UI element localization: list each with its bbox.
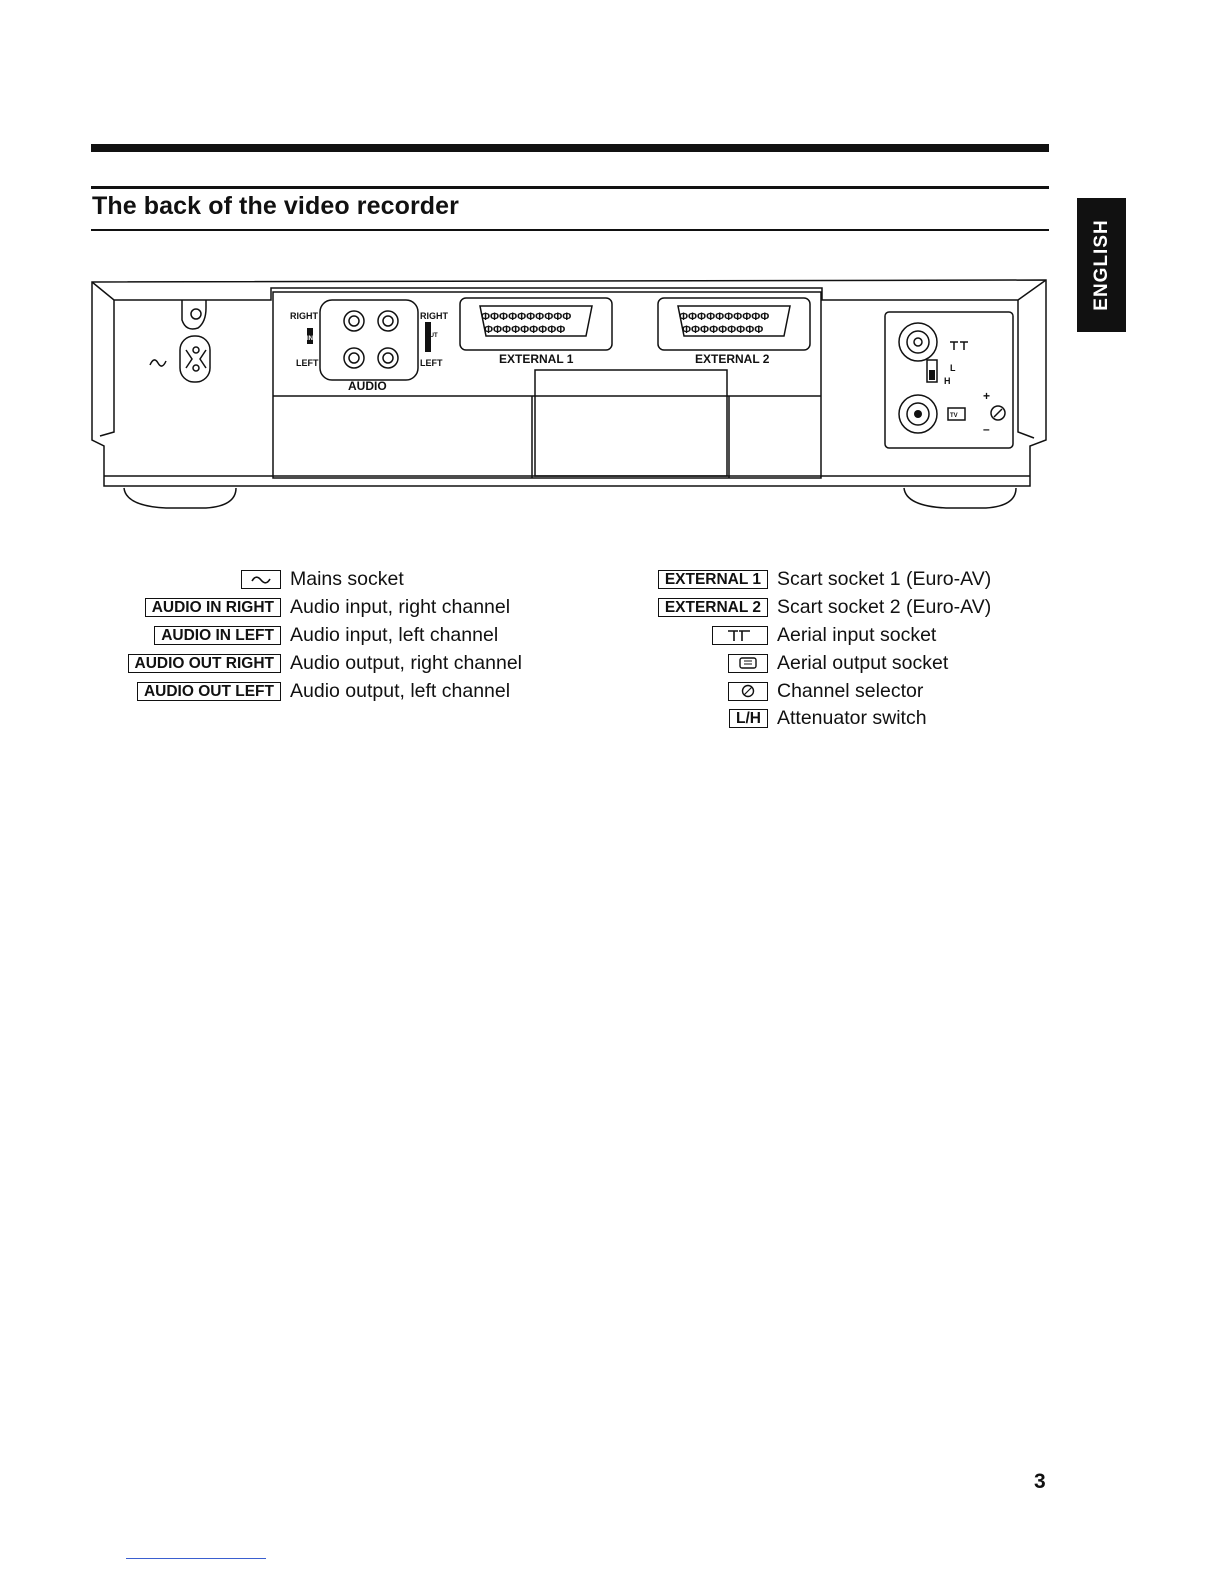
aerial-input-key <box>712 625 768 645</box>
legend-desc: Audio output, left channel <box>290 679 511 702</box>
audio-in-left-jack <box>343 347 365 369</box>
svg-text:ΦΦΦΦΦΦΦΦΦΦ: ΦΦΦΦΦΦΦΦΦΦ <box>481 311 571 323</box>
language-tab-label: ENGLISH <box>1090 219 1112 311</box>
legend-right: EXTERNAL 1 Scart socket 1 (Euro-AV) EXTE… <box>640 566 991 733</box>
legend-row-external-2: EXTERNAL 2 Scart socket 2 (Euro-AV) <box>640 594 991 622</box>
title-rule-bottom <box>91 229 1049 231</box>
legend-desc: Attenuator switch <box>777 707 927 730</box>
audio-in-left-label: LEFT <box>296 358 319 368</box>
label-plate <box>534 369 728 477</box>
mains-key <box>241 570 281 590</box>
channel-knob-icon <box>741 684 755 698</box>
legend-left: Mains socket AUDIO IN RIGHT Audio input,… <box>100 566 522 705</box>
case-inner-edge <box>91 279 1047 301</box>
svg-text:ΦΦΦΦΦΦΦΦΦ: ΦΦΦΦΦΦΦΦΦ <box>484 324 565 336</box>
connector-panel <box>272 291 822 479</box>
external-1-scart <box>459 297 613 351</box>
title-rule-top <box>91 186 1049 189</box>
external-2-scart <box>657 297 811 351</box>
footer-link-line <box>126 1558 266 1559</box>
tv-icon <box>739 657 757 669</box>
switch-l-label: L <box>950 363 956 373</box>
case-outline <box>91 279 1047 487</box>
legend-desc: Audio input, left channel <box>290 623 499 646</box>
attenuator-switch <box>926 359 938 383</box>
legend-row-audio-in-right: AUDIO IN RIGHT Audio input, right channe… <box>100 594 522 622</box>
legend-key: AUDIO IN RIGHT <box>144 598 281 618</box>
mains-top-notch <box>181 300 207 330</box>
in-vertical-label: IN <box>307 336 313 342</box>
legend-row-attenuator: L/H Attenuator switch <box>640 705 991 733</box>
legend-row-audio-out-left: AUDIO OUT LEFT Audio output, left channe… <box>100 677 522 705</box>
right-foot <box>903 487 1017 509</box>
mains-wave-icon <box>149 359 167 367</box>
language-tab: ENGLISH <box>1077 198 1126 332</box>
mains-wave-icon <box>251 576 271 584</box>
legend-row-audio-out-right: AUDIO OUT RIGHT Audio output, right chan… <box>100 649 522 677</box>
legend-row-external-1: EXTERNAL 1 Scart socket 1 (Euro-AV) <box>640 566 991 594</box>
top-rule <box>91 144 1049 152</box>
audio-out-left-jack <box>377 347 399 369</box>
mains-socket <box>179 335 211 383</box>
page-title: The back of the video recorder <box>92 192 459 220</box>
legend-row-mains: Mains socket <box>100 566 522 594</box>
channel-knob-icon <box>990 405 1006 421</box>
audio-out-left-label: LEFT <box>420 358 443 368</box>
legend-row-aerial-input: Aerial input socket <box>640 622 991 650</box>
legend-row-aerial-output: Aerial output socket <box>640 649 991 677</box>
legend-desc: Aerial input socket <box>777 623 937 646</box>
svg-text:ΦΦΦΦΦΦΦΦΦΦ: ΦΦΦΦΦΦΦΦΦΦ <box>679 311 769 323</box>
aerial-input-socket <box>898 322 938 362</box>
legend-desc: Scart socket 1 (Euro-AV) <box>777 568 992 591</box>
legend-key: EXTERNAL 2 <box>657 598 768 618</box>
page-number: 3 <box>1034 1470 1046 1493</box>
legend-key: AUDIO OUT LEFT <box>136 681 281 701</box>
external-1-label: EXTERNAL 1 <box>499 352 574 366</box>
audio-jack-block <box>319 299 419 381</box>
legend-row-audio-in-left: AUDIO IN LEFT Audio input, left channel <box>100 622 522 650</box>
legend-row-channel-selector: Channel selector <box>640 677 991 705</box>
channel-minus-label: – <box>983 422 990 436</box>
audio-out-right-jack <box>377 310 399 332</box>
legend-key: AUDIO IN LEFT <box>154 625 281 645</box>
legend-desc: Channel selector <box>777 679 924 702</box>
switch-h-label: H <box>944 376 951 386</box>
audio-in-right-label: RIGHT <box>290 311 319 321</box>
tv-label: TV <box>950 413 958 419</box>
svg-text:ΦΦΦΦΦΦΦΦΦ: ΦΦΦΦΦΦΦΦΦ <box>682 324 763 336</box>
legend-key: L/H <box>729 709 768 729</box>
legend-desc: Audio input, right channel <box>290 596 511 619</box>
tv-icon <box>947 407 966 421</box>
legend-desc: Mains socket <box>290 568 404 591</box>
vcr-back-panel-diagram: ΦΦΦΦΦΦΦΦΦΦ ΦΦΦΦΦΦΦΦΦ ΦΦΦΦΦΦΦΦΦΦ ΦΦΦΦΦΦΦΦ… <box>91 279 1047 509</box>
legend-key: EXTERNAL 1 <box>657 570 768 590</box>
external-2-label: EXTERNAL 2 <box>695 352 770 366</box>
legend-desc: Aerial output socket <box>777 651 949 674</box>
legend-desc: Audio output, right channel <box>290 651 523 674</box>
channel-plus-label: + <box>983 389 990 403</box>
aerial-output-socket <box>898 394 938 434</box>
aerial-output-key <box>728 653 768 673</box>
audio-label: AUDIO <box>348 379 387 393</box>
aerial-input-icon <box>728 630 750 642</box>
channel-selector-key <box>728 681 768 701</box>
legend-desc: Scart socket 2 (Euro-AV) <box>777 596 992 619</box>
left-foot <box>123 487 237 509</box>
out-vertical-label: OUT <box>425 333 438 339</box>
legend-key: AUDIO OUT RIGHT <box>127 653 281 673</box>
audio-in-right-jack <box>343 310 365 332</box>
aerial-panel <box>884 311 1014 449</box>
audio-out-right-label: RIGHT <box>420 311 449 321</box>
